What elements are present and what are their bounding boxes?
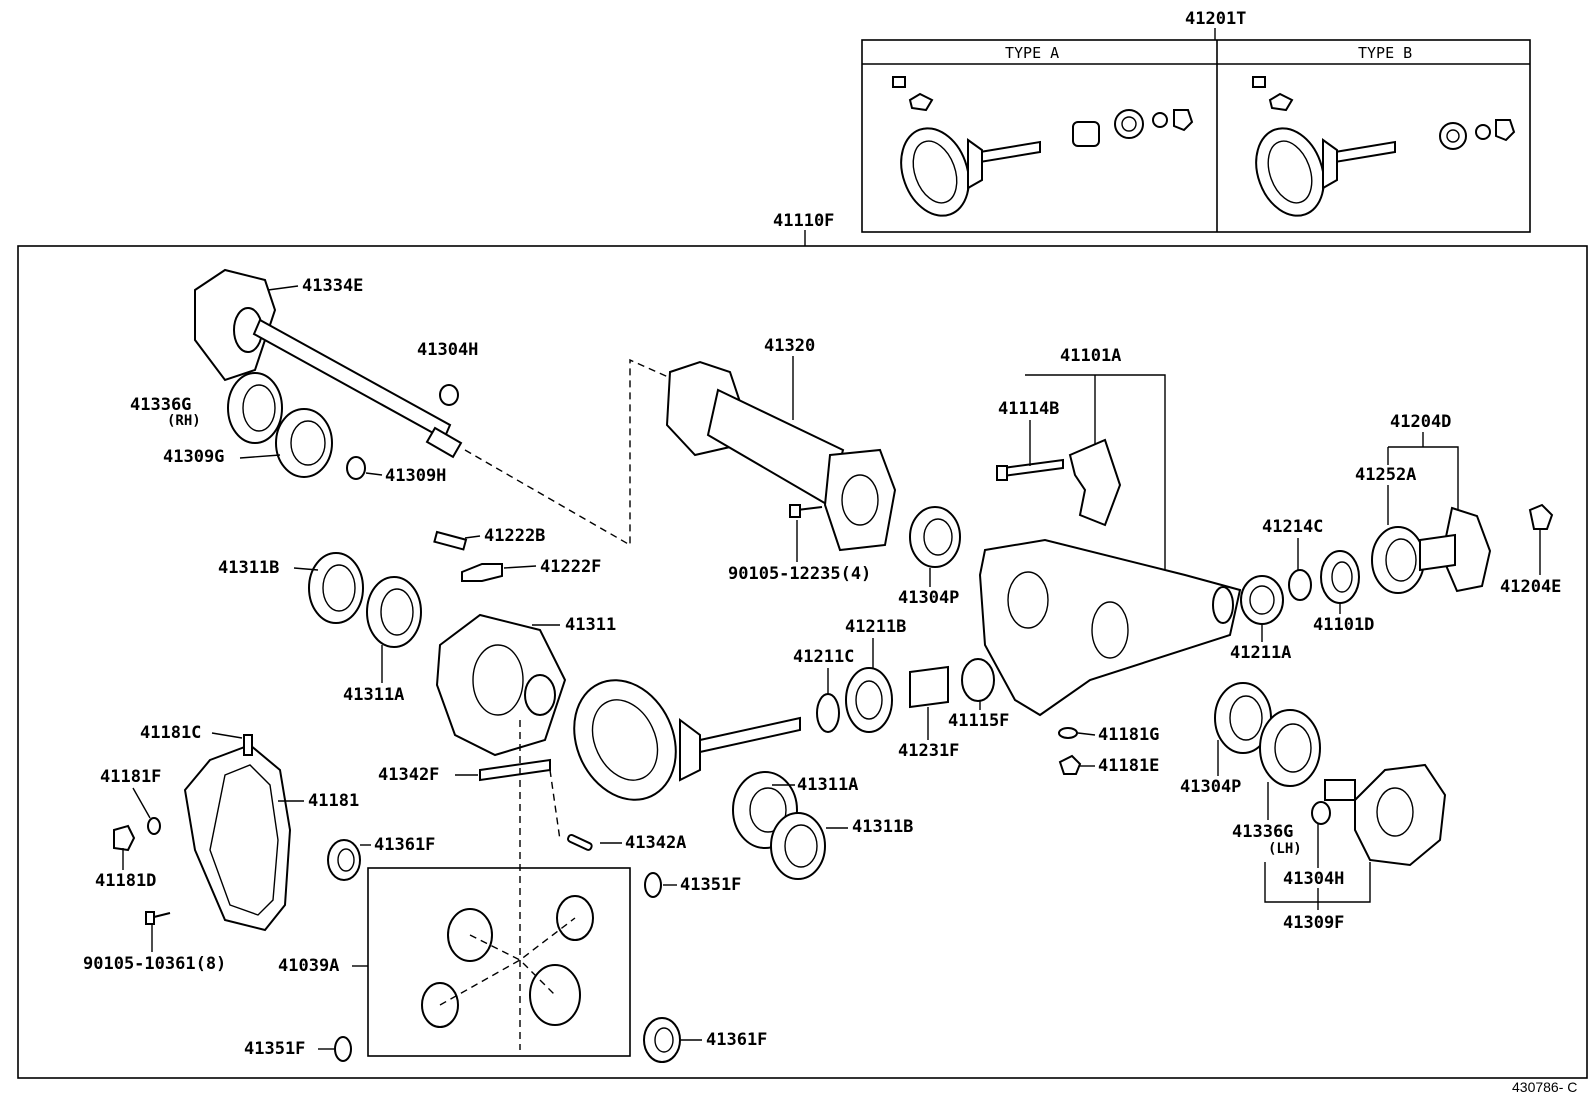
label-41351F-right: 41351F <box>680 875 741 895</box>
gasket-41181G <box>1058 727 1078 739</box>
label-41222F: 41222F <box>540 557 601 577</box>
label-41214C: 41214C <box>1262 517 1323 537</box>
label-41311A-right: 41311A <box>797 775 858 795</box>
bearing-41211A <box>1240 575 1284 625</box>
label-41114B: 41114B <box>998 399 1059 419</box>
label-41252A: 41252A <box>1355 465 1416 485</box>
label-41309H: 41309H <box>385 466 446 486</box>
label-lh: (LH) <box>1268 841 1302 857</box>
oil-seal-41101D <box>1320 550 1360 604</box>
label-41336G-lh: 41336G <box>1232 822 1293 842</box>
bearing-41304P-mid <box>909 506 961 568</box>
label-41039A: 41039A <box>278 956 339 976</box>
label-41334E: 41334E <box>302 276 363 296</box>
label-41304H-top: 41304H <box>417 340 478 360</box>
label-41361F-top: 41361F <box>374 835 435 855</box>
bearing-cap-41101A <box>1068 438 1122 527</box>
label-41336G-rh: 41336G <box>130 395 191 415</box>
label-41101D: 41101D <box>1313 615 1374 635</box>
label-90105-10361: 90105-10361(8) <box>83 954 226 974</box>
label-41231F: 41231F <box>898 741 959 761</box>
label-41211B: 41211B <box>845 617 906 637</box>
lh-axle-flange-illustration <box>1324 763 1447 867</box>
bearing-41211B <box>845 667 893 733</box>
label-41342F: 41342F <box>378 765 439 785</box>
label-41101A: 41101A <box>1060 346 1121 366</box>
label-41201T: 41201T <box>1185 9 1246 29</box>
bearing-41309G <box>275 408 333 478</box>
main-assembly-box <box>17 245 1588 1079</box>
plug-41181D <box>113 824 136 852</box>
label-41204E: 41204E <box>1500 577 1561 597</box>
snap-ring-41304H-top <box>439 384 459 406</box>
washer-41361F-bottom <box>643 1017 681 1063</box>
differential-case-illustration <box>435 613 567 757</box>
label-41309G: 41309G <box>163 447 224 467</box>
label-41311: 41311 <box>565 615 616 635</box>
label-41311A-left: 41311A <box>343 685 404 705</box>
plug-41181E <box>1058 754 1082 775</box>
diff-gears-illustration <box>421 895 594 1028</box>
label-rh: (RH) <box>167 413 201 429</box>
bolt-41114B <box>1002 458 1064 478</box>
ring-pinion-kit-box: 41201T TYPE A TYPE B <box>861 9 1531 233</box>
label-41222B: 41222B <box>484 526 545 546</box>
oil-seal-41336G-rh <box>227 372 283 444</box>
label-41110F: 41110F <box>773 211 834 231</box>
label-41361F-bottom: 41361F <box>706 1030 767 1050</box>
washer-41351F-right <box>644 872 662 898</box>
label-41304H-right: 41304H <box>1283 869 1344 889</box>
label-90105-12235: 90105-12235(4) <box>728 564 871 584</box>
oil-seal-41336G-lh <box>1259 709 1321 787</box>
type-b-ring-pinion-illustration <box>1252 76 1516 217</box>
label-41115F: 41115F <box>948 711 1009 731</box>
washer-41115F <box>961 658 995 702</box>
label-41204D: 41204D <box>1390 412 1451 432</box>
label-41181C: 41181C <box>140 723 201 743</box>
ring-gear-pinion-illustration <box>573 679 801 801</box>
gasket-41181F <box>147 817 161 835</box>
label-41181: 41181 <box>308 791 359 811</box>
washer-41361F-top <box>327 839 361 881</box>
label-41211A: 41211A <box>1230 643 1291 663</box>
label-41351F-left: 41351F <box>244 1039 305 1059</box>
spacer-41231F <box>909 665 949 709</box>
snap-ring-41304H-right <box>1311 801 1331 825</box>
spacer-41211C <box>816 693 840 733</box>
carrier-housing-illustration <box>978 538 1242 717</box>
bolt-90105-12235 <box>796 506 823 511</box>
diff-gear-kit-box <box>367 867 631 1057</box>
label-41304P-mid: 41304P <box>898 588 959 608</box>
axle-tube-illustration <box>665 360 897 552</box>
pinion-shaft-41342F <box>479 758 551 782</box>
nut-41204E <box>1528 503 1554 530</box>
label-41320: 41320 <box>764 336 815 356</box>
label-41311B-right: 41311B <box>852 817 913 837</box>
type-a-header: TYPE A <box>1005 44 1059 62</box>
figure-code: 430786- C <box>1512 1079 1577 1095</box>
snap-ring-41309H <box>346 456 366 480</box>
label-41181G: 41181G <box>1098 725 1159 745</box>
label-41309F: 41309F <box>1283 913 1344 933</box>
label-41181D: 41181D <box>95 871 156 891</box>
label-41181F: 41181F <box>100 767 161 787</box>
pin-41342A <box>567 833 593 851</box>
label-41311B-top: 41311B <box>218 558 279 578</box>
label-41211C: 41211C <box>793 647 854 667</box>
label-41304P-right: 41304P <box>1180 777 1241 797</box>
breather-41181C <box>243 734 253 756</box>
label-41342A: 41342A <box>625 833 686 853</box>
washer-41351F-left <box>334 1036 352 1062</box>
lock-plate-41222F <box>461 563 503 582</box>
spacer-41214C <box>1288 569 1312 601</box>
bolt-41222B <box>433 530 468 551</box>
carrier-cover-illustration <box>183 743 292 932</box>
label-41181E: 41181E <box>1098 756 1159 776</box>
type-a-ring-pinion-illustration <box>892 76 1194 217</box>
type-b-header: TYPE B <box>1358 44 1412 62</box>
axle-shaft-illustration <box>194 268 463 459</box>
